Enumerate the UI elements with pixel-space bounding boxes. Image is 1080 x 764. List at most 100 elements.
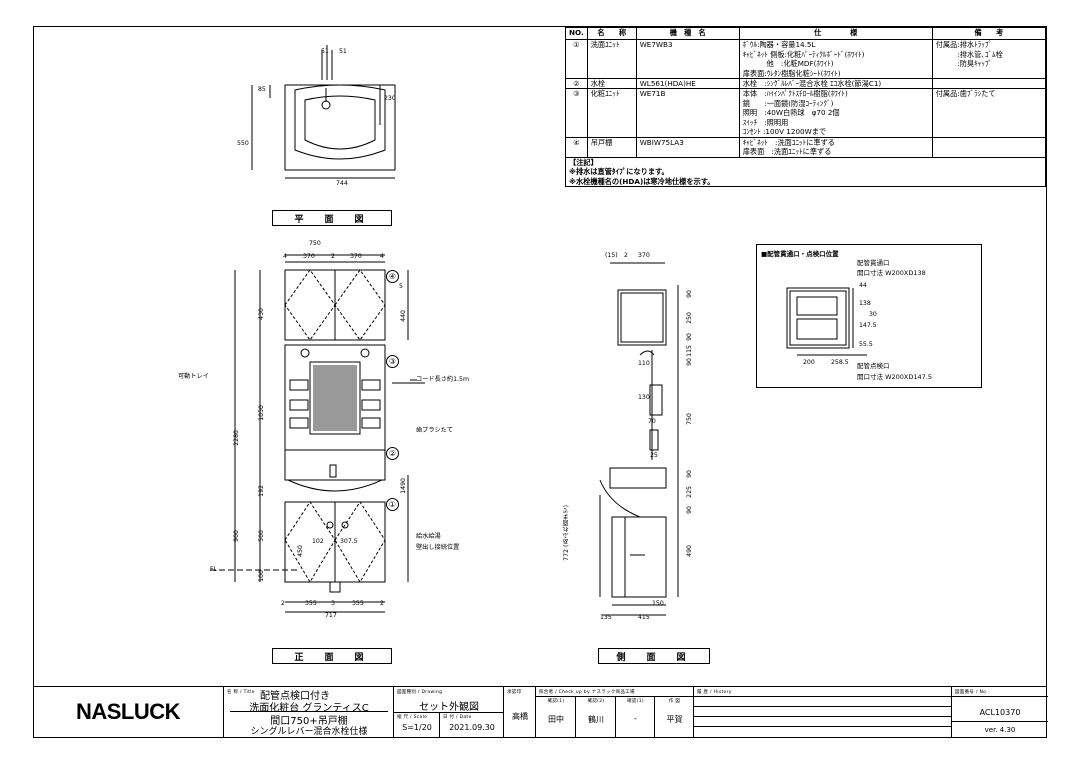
row-spec: ﾎﾞｳﾙ:陶器・容量14.5L ｷｬﾋﾞﾈｯﾄ 側板:化粧ﾊﾟｰﾃｨｸﾙﾎﾞｰﾄ…: [738, 39, 933, 79]
side-bottom-a: 150: [652, 600, 664, 607]
pipe-box-title: ■配管貫通口・点検口位置: [761, 250, 839, 258]
front-dim-total: 750: [309, 240, 321, 247]
side-dim-r3: 90: [686, 333, 693, 341]
spec-header-remarks: 備 考: [931, 27, 1047, 40]
spec-header-model: 機 種 名: [635, 27, 740, 40]
spec-line: ｽｲｯﾁ :照明用: [742, 117, 789, 127]
side-inner-c: 70: [648, 418, 656, 425]
row-name: 化粧ﾕﾆｯﾄ: [586, 88, 637, 138]
pipe-dim-g: 258.5: [831, 359, 849, 366]
pipe-bottom-label: 配管点検口: [857, 362, 890, 370]
spec-line: 扉表面 :洗面ﾕﾆｯﾄに準ずる: [742, 147, 832, 156]
drawing-caption: 図面種別 / Drawing: [397, 690, 443, 695]
front-bottom-e: 2: [380, 600, 384, 607]
row-remarks: [931, 136, 1047, 158]
spec-line: 本体 :ﾊｲｲﾝﾊﾟｸﾄｽﾁﾛｰﾙ樹脂(ﾎﾜｲﾄ): [742, 89, 848, 98]
date-caption: 日 付 / Date: [443, 715, 472, 720]
row-no: ②: [565, 78, 588, 89]
spec-line: ﾎﾞｳﾙ:陶器・容量14.5L: [742, 40, 816, 49]
side-dim-r1: 90: [686, 290, 693, 298]
front-dim-a: 4: [283, 253, 287, 260]
fl-label: FL: [210, 566, 218, 573]
check-col-2: 確認(2) 鶴川: [576, 696, 616, 737]
front-dim-right-upper: 440: [400, 310, 407, 322]
side-dim-r10: 490: [686, 545, 693, 557]
remark-line: :防臭ｷｬｯﾌﾟ: [935, 59, 993, 68]
scale-caption: 縮 尺 / Scale: [397, 715, 428, 720]
side-dim-left: 772 (あふれ面まで): [563, 505, 570, 561]
row-model: WL561(HDA)HE: [635, 78, 740, 89]
title-line-1: 配管点検口付き: [260, 691, 330, 702]
side-dim-r5: 90: [686, 358, 693, 366]
check-col-1: 確認(1) 田中: [536, 696, 576, 737]
front-dim-right-top: 5: [399, 283, 403, 290]
side-dim-r7: 90: [686, 470, 693, 478]
spec-line: ｺﾝｾﾝﾄ :100V 1200Wまで: [742, 127, 827, 136]
pipe-dim-b: 138: [859, 300, 871, 307]
front-dim-base: 100: [258, 570, 265, 582]
spec-header-name: 名 称: [586, 27, 637, 40]
note-line: ※水栓機種名の(HDA)は寒冷地仕様を示す。: [569, 176, 715, 186]
front-dim-cab: 500: [258, 530, 265, 542]
title-caption: 名 称 / Title: [227, 690, 255, 695]
callout-3: ③: [386, 355, 399, 368]
side-dim-r4: 115: [686, 345, 693, 357]
title-line-2: 洗面化粧台 グランティスC: [249, 703, 369, 714]
side-dim-r6: 750: [686, 413, 693, 425]
spec-line: 照明 :40W白熱球 φ70 2個: [742, 108, 840, 117]
side-inner-b: 130: [638, 394, 650, 401]
callout-4: ④: [386, 270, 399, 283]
history-cell: 履 歴 / History: [693, 687, 952, 737]
pipe-top-size: 開口寸法 W200XD138: [857, 269, 926, 277]
callout-2: ②: [386, 447, 399, 460]
history-line: [694, 716, 952, 717]
front-dim-c: 2: [331, 253, 335, 260]
remark-line: :排水管､ｺﾞﾑ栓: [935, 49, 1003, 59]
check-sub-4: 作 図: [668, 699, 681, 704]
row-no: ③: [565, 88, 588, 138]
row-model: WE71B: [635, 88, 740, 138]
approver-caption: 承認印: [507, 690, 522, 695]
check-col-3: 確認(1) -: [616, 696, 655, 737]
side-inner-d: 25: [650, 452, 658, 459]
tray-annotation: 可動トレイ: [178, 373, 209, 380]
row-remarks: 付属品:排水ﾄﾗｯﾌﾟ :排水管､ｺﾞﾑ栓 :防臭ｷｬｯﾌﾟ: [931, 39, 1047, 79]
plan-dim-right: 230: [384, 95, 396, 102]
pipe-dim-f: 200: [803, 359, 815, 366]
side-view-drawing: [599, 262, 679, 616]
row-name: 洗面ﾕﾆｯﾄ: [586, 39, 637, 79]
title-block: NASLUCK 名 称 / Title 配管点検口付き 洗面化粧台 グランティス…: [33, 686, 1048, 739]
front-dim-total-height: 2280: [233, 430, 240, 446]
note-line: ※排水は直管ﾀｲﾌﾟになります。: [569, 167, 669, 176]
drawing-type: セット外観図: [419, 702, 479, 713]
spec-header-row: NO. 名 称 機 種 名 仕 様 備 考: [565, 27, 1047, 40]
table-row: ① 洗面ﾕﾆｯﾄ WE7WB3 ﾎﾞｳﾙ:陶器・容量14.5L ｷｬﾋﾞﾈｯﾄ …: [565, 39, 1047, 79]
title-line-4: シングルレバー混合水栓仕様: [250, 727, 368, 737]
side-dim-r8: 225: [686, 486, 693, 498]
pipe-box-drawing: [786, 287, 867, 356]
check-sub-2: 確認(2): [587, 699, 605, 704]
plan-view-drawing: [251, 45, 396, 179]
side-bottom-b: 135: [600, 614, 612, 621]
front-dim-e: 4: [380, 253, 384, 260]
table-row: ② 水栓 WL561(HDA)HE 水栓 :ｼﾝｸﾞﾙﾚﾊﾞｰ混合水栓 ｴｺ水栓…: [565, 78, 1047, 89]
date-value: 2021.09.30: [449, 723, 495, 732]
check-sub-3: 確認(1): [627, 699, 644, 704]
title-line-3: 間口750+吊戸棚: [270, 716, 348, 727]
callout-1: ①: [386, 498, 399, 511]
plan-dim-b: 51: [339, 48, 347, 55]
drawing-version: ver. 4.30: [984, 726, 1016, 734]
row-model: WE7WB3: [635, 39, 740, 79]
plan-dim-a: 51: [321, 48, 329, 55]
side-dim-r2: 250: [686, 312, 693, 324]
spec-line: 鏡 :一面鏡(防湿ｺｰﾃｨﾝｸﾞ): [742, 98, 834, 108]
pipe-dim-c: 30: [869, 311, 877, 318]
history-line: [694, 726, 952, 727]
pipe-dim-d: 147.5: [859, 322, 877, 329]
supply-annotation-2: 壁出し接続位置: [416, 544, 460, 551]
spec-header-spec: 仕 様: [738, 27, 933, 40]
front-view-label: 正 面 図: [272, 648, 392, 664]
number-divider: [952, 696, 1048, 697]
spec-header-no: NO.: [565, 27, 588, 40]
notes-cell: 【注記】 ※排水は直管ﾀｲﾌﾟになります。 ※水栓機種名の(HDA)は寒冷地仕様…: [565, 156, 1046, 187]
